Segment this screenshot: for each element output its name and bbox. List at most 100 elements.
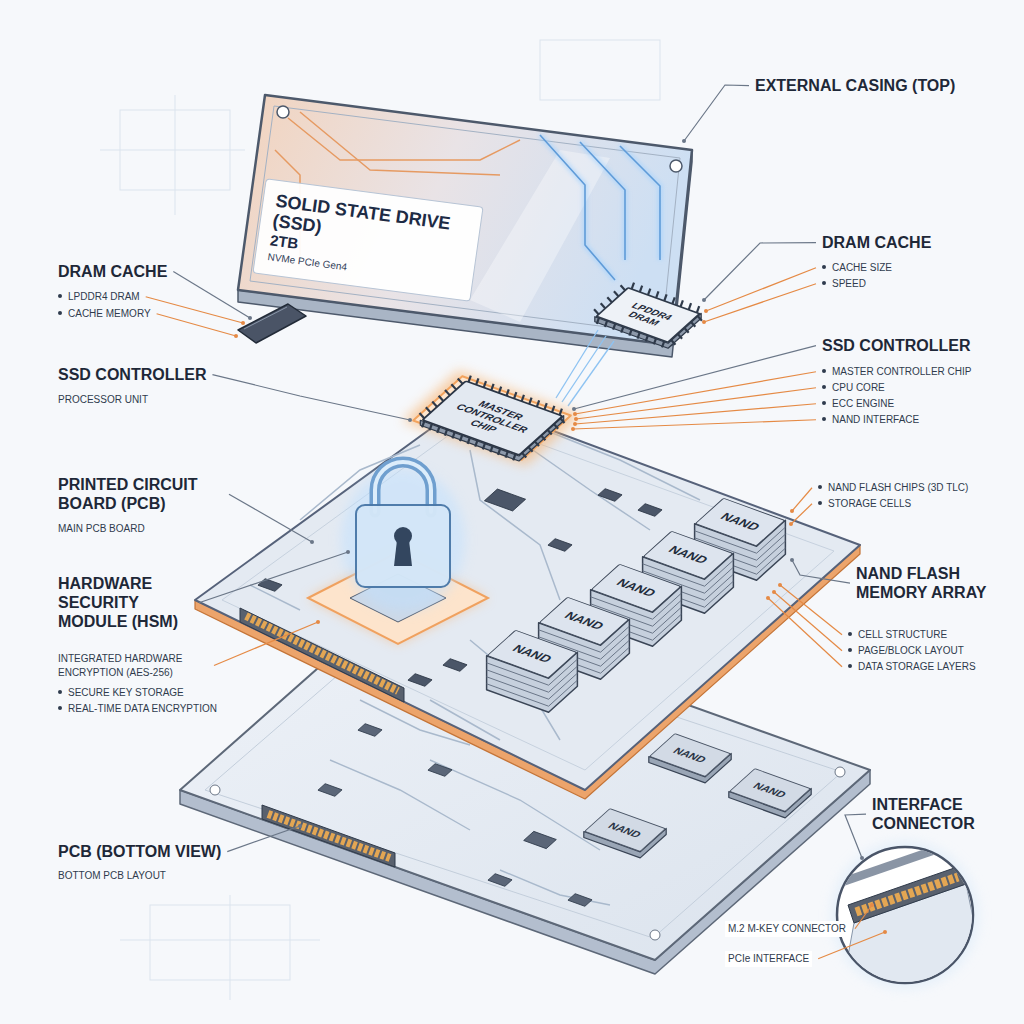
leader-dot (571, 427, 575, 431)
leader-line (212, 375, 410, 420)
bullet-item: NAND FLASH CHIPS (3D TLC) (818, 481, 968, 495)
chip-text: 2TB (269, 231, 300, 253)
leader-dot (682, 139, 686, 143)
leader-line (768, 598, 842, 667)
casing-traces (300, 112, 500, 175)
dram-module (238, 304, 306, 343)
bullet-item: STORAGE CELLS (818, 497, 911, 511)
dram-chip: LPDDR4 DRAM (595, 287, 701, 343)
bullet-dot (822, 369, 826, 373)
leader-line (573, 404, 816, 426)
controller-glow (402, 371, 581, 466)
label-text: PROCESSOR UNIT (58, 394, 148, 405)
leader-line (772, 590, 842, 651)
bullet-dot (848, 664, 852, 668)
leader-line (792, 488, 812, 511)
label-text: DRAM CACHE (58, 263, 167, 280)
leader-line (702, 243, 816, 302)
chip-text: MASTER CONTROLLER CHIP (436, 391, 548, 445)
leader-dot (316, 620, 320, 624)
bullet-dot (818, 485, 822, 489)
leader-line (792, 560, 850, 583)
pcb-traces (250, 430, 700, 740)
dram-module (244, 307, 287, 329)
label-text: SSD CONTROLLER (58, 366, 206, 383)
label-text: SPEED (832, 278, 866, 289)
chip-body (594, 283, 702, 349)
chip-text: NAND (717, 511, 763, 533)
label-text: BOTTOM PCB LAYOUT (58, 870, 166, 881)
label-text: NAND INTERFACE (832, 414, 919, 425)
chip-text: LPDDR4 DRAM (609, 297, 687, 334)
part-heading: PRINTED CIRCUIT BOARD (PCB) (58, 475, 223, 513)
controller-chip: MASTER CONTROLLER CHIP (420, 380, 563, 456)
nand-layer (487, 673, 578, 699)
leader-line (766, 596, 842, 667)
bullet-item: CACHE MEMORY (58, 307, 151, 321)
leader-line (571, 420, 816, 431)
leader-line (199, 552, 348, 603)
bullet-dot (58, 311, 62, 315)
label-text: EXTERNAL CASING (TOP) (755, 77, 955, 94)
controller-glow (413, 376, 571, 460)
bullet-dot (848, 648, 852, 652)
part-note: PCIe INTERFACE (725, 951, 812, 967)
chip-pin (684, 328, 689, 333)
casing-traces (620, 146, 660, 260)
main-pcb (222, 419, 834, 770)
pcb-traces (430, 700, 500, 740)
bullet-item: DATA STORAGE LAYERS (848, 660, 976, 674)
bullet-dot (58, 690, 62, 694)
bottom-pcb (210, 785, 220, 795)
nand-chip: NAND (729, 768, 811, 812)
smd-component (598, 489, 622, 502)
leader-line (704, 243, 816, 300)
leader-line (227, 826, 300, 852)
leader-line (682, 85, 749, 143)
smd-component (568, 894, 592, 907)
leader-line (780, 585, 842, 635)
external-casing (470, 150, 610, 322)
bottom-pcb-traces (500, 870, 610, 905)
bottom-pcb (205, 624, 842, 938)
screw-hole (277, 106, 289, 118)
bottom-pcb (650, 930, 660, 940)
bullet-item: SECURE KEY STORAGE (58, 686, 184, 700)
leader-line (212, 375, 412, 422)
nand-stack-top: NAND (539, 597, 630, 645)
leader-line (573, 420, 816, 429)
bullet-dot (58, 294, 62, 298)
connector-detail (835, 842, 990, 1000)
part-note: INTEGRATED HARDWARE ENCRYPTION (AES-256) (58, 652, 208, 679)
leader-line (157, 314, 236, 336)
label-text: DATA STORAGE LAYERS (858, 661, 976, 672)
leader-line (574, 388, 816, 421)
leader-line (157, 314, 238, 338)
pcb-traces (530, 448, 650, 530)
part-heading: NAND FLASH MEMORY ARRAY (856, 564, 996, 602)
bottom-edge-connector (262, 805, 395, 867)
chip-pin (677, 333, 682, 338)
data-link-lines (568, 341, 614, 406)
bullet-dot (822, 401, 826, 405)
nand-stack-top: NAND (643, 531, 734, 579)
drive-label: SOLID STATE DRIVE (SSD)2TBNVMe PCIe Gen4 (252, 178, 483, 302)
padlock-icon (356, 505, 450, 587)
smd-component (484, 489, 525, 511)
casing-traces (288, 118, 520, 160)
smd-component (548, 539, 572, 552)
leader-line (702, 284, 816, 324)
connector-detail (856, 877, 958, 912)
leader-line (791, 504, 812, 524)
chip-pin (691, 322, 696, 327)
leader-dot (574, 417, 578, 421)
leader-dot (573, 412, 577, 416)
leader-line (778, 583, 842, 635)
label-text: REAL-TIME DATA ENCRYPTION (68, 703, 217, 714)
connector-detail (831, 841, 990, 1000)
chip-text: NAND (606, 821, 645, 840)
nand-stack-top: NAND (591, 564, 682, 612)
chip-text: NAND (561, 610, 607, 632)
blueprint-lines (120, 940, 320, 941)
